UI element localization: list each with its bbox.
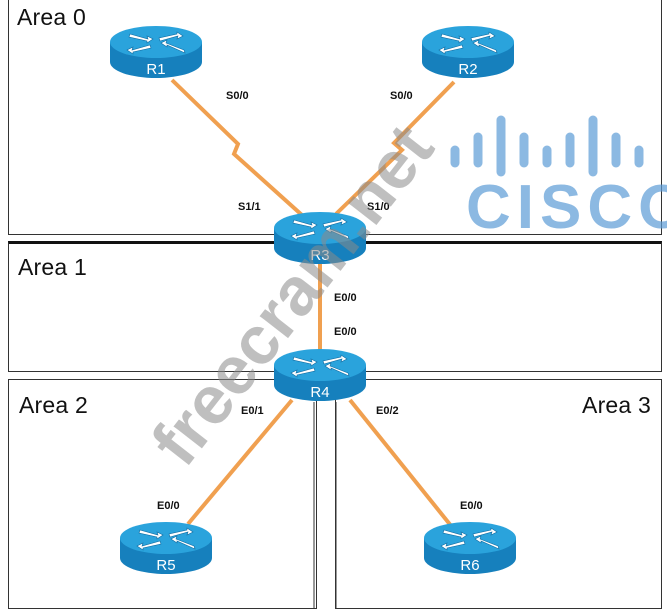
router-r5-label: R5 bbox=[156, 557, 175, 574]
router-r2-label: R2 bbox=[458, 61, 477, 78]
router-r4[interactable]: R4 bbox=[273, 348, 367, 402]
router-r6-label: R6 bbox=[460, 557, 479, 574]
router-r1[interactable]: R1 bbox=[109, 25, 203, 79]
if-label-r3-e0-0: E0/0 bbox=[334, 292, 357, 304]
if-label-r1-s0-0: S0/0 bbox=[226, 90, 249, 102]
if-label-r4-e0-0: E0/0 bbox=[334, 326, 357, 338]
if-label-r4-e0-1: E0/1 bbox=[241, 405, 264, 417]
if-label-r6-e0-0: E0/0 bbox=[460, 500, 483, 512]
link-r4-r6-ethernet bbox=[348, 398, 454, 529]
if-label-r3-s1-1: S1/1 bbox=[238, 201, 261, 213]
cisco-logo-text: CISCO bbox=[466, 173, 667, 242]
router-r6[interactable]: R6 bbox=[423, 521, 517, 575]
link-r2-r3-serial bbox=[334, 80, 456, 216]
if-label-r5-e0-0: E0/0 bbox=[157, 500, 180, 512]
if-label-r3-s1-0: S1/0 bbox=[367, 201, 390, 213]
router-r5[interactable]: R5 bbox=[119, 521, 213, 575]
cisco-logo: CISCO bbox=[450, 115, 667, 242]
link-r1-r3-serial bbox=[170, 78, 305, 218]
cisco-logo-bars-icon bbox=[450, 115, 644, 177]
area-3-title: Area 3 bbox=[582, 392, 651, 418]
router-r1-label: R1 bbox=[146, 61, 165, 78]
area-1-title: Area 1 bbox=[18, 254, 87, 280]
area-2-title: Area 2 bbox=[19, 392, 88, 418]
router-r2[interactable]: R2 bbox=[421, 25, 515, 79]
area-3-box: Area 3 bbox=[335, 379, 662, 609]
watermark-text: freecram.net bbox=[137, 111, 448, 479]
link-r4-r5-ethernet bbox=[186, 398, 294, 526]
router-r4-label: R4 bbox=[310, 384, 329, 401]
if-label-r4-e0-2: E0/2 bbox=[376, 405, 399, 417]
area-0-title: Area 0 bbox=[17, 4, 86, 30]
router-r3[interactable]: R3 bbox=[273, 211, 367, 265]
router-r3-label: R3 bbox=[310, 247, 329, 264]
if-label-r2-s0-0: S0/0 bbox=[390, 90, 413, 102]
